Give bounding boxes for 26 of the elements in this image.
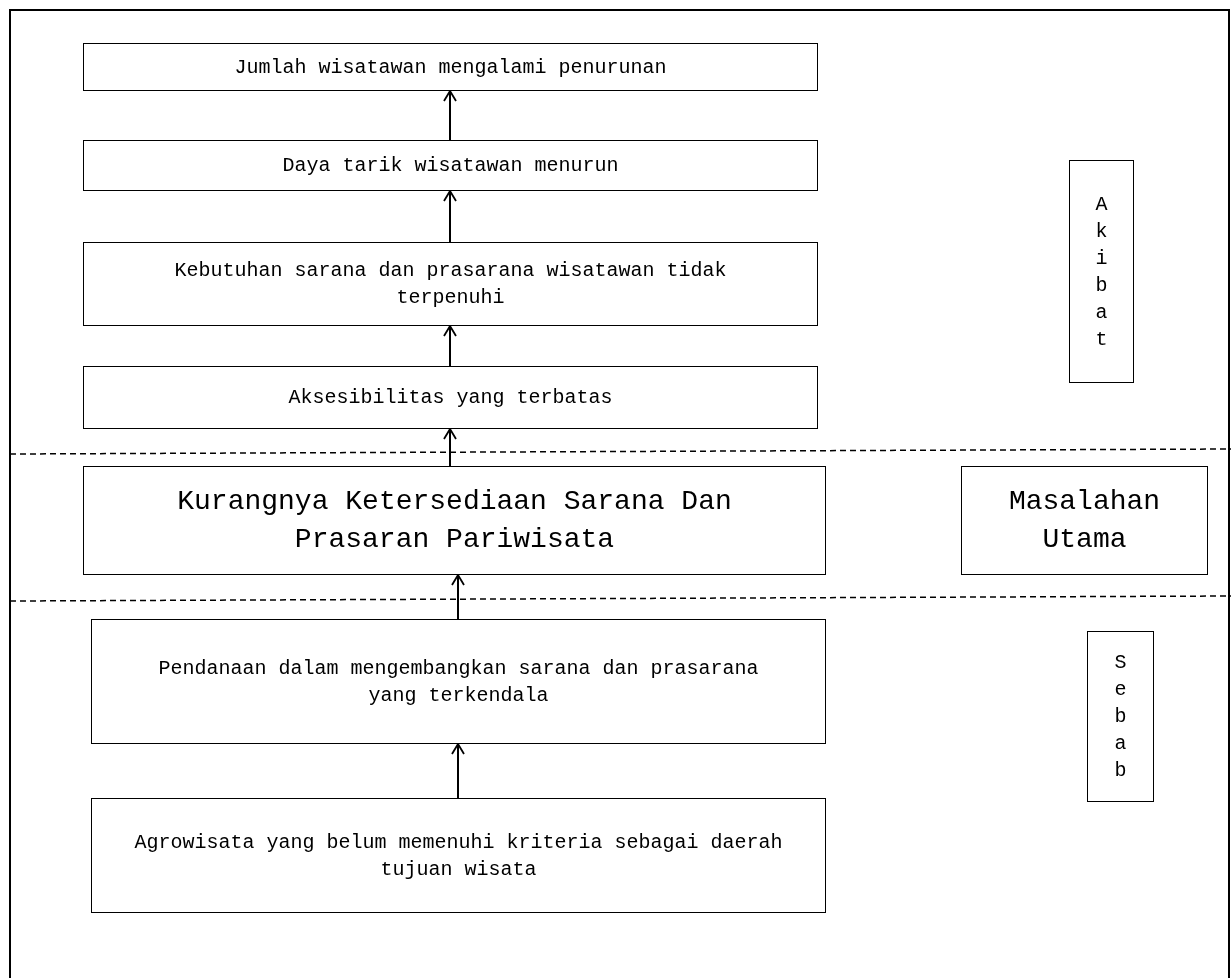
process-box: [91, 798, 826, 913]
vertical-label: Sebab: [1113, 650, 1128, 784]
process-box: [83, 242, 818, 326]
process-box: [83, 466, 826, 575]
box-text: Agrowisata yang belum memenuhi kriteria sebagai daerah tujuan wisata: [133, 829, 784, 883]
box-text: Kurangnya Ketersediaan Sarana Dan Prasaran Pariwisata: [176, 484, 733, 557]
side-label-box: [1087, 631, 1154, 802]
box-text: Kebutuhan sarana dan prasarana wisatawan tidak terpenuhi: [173, 258, 728, 311]
side-label-box: [961, 466, 1208, 575]
box-text: Aksesibilitas yang terbatas: [288, 385, 613, 411]
side-label-box: [1069, 160, 1134, 383]
process-box: [83, 43, 818, 91]
arrow: [451, 574, 465, 620]
box-text: Pendanaan dalam mengembangkan sarana dan prasarana yang terkendala: [157, 655, 760, 709]
arrow: [451, 743, 465, 799]
process-box: [91, 619, 826, 744]
process-box: [83, 366, 818, 429]
arrow: [443, 428, 457, 467]
box-text: Jumlah wisatawan mengalami penurunan: [234, 54, 667, 81]
arrow: [443, 190, 457, 243]
box-text: Masalahan Utama: [1007, 484, 1162, 557]
arrow: [443, 325, 457, 367]
vertical-label: Akibat: [1094, 191, 1109, 353]
process-box: [83, 140, 818, 191]
box-text: Daya tarik wisatawan menurun: [282, 153, 619, 179]
arrow: [443, 90, 457, 141]
